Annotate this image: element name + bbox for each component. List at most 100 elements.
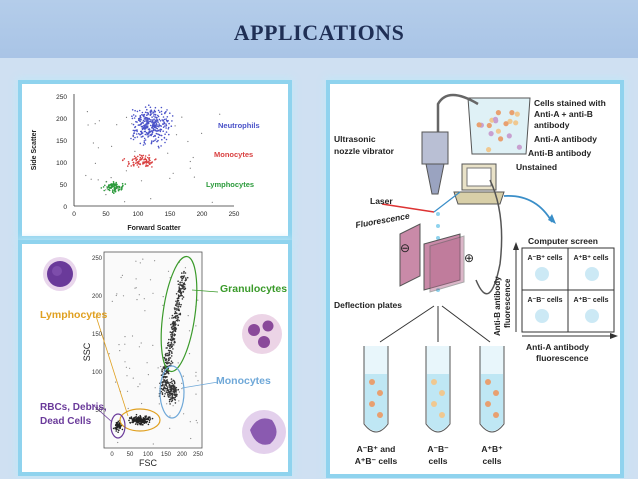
debris-pointer bbox=[91, 403, 113, 423]
granulocyte-event bbox=[167, 344, 169, 347]
neutrophil-event bbox=[136, 110, 139, 113]
granulocyte-event bbox=[183, 275, 186, 277]
granulocyte-event bbox=[181, 277, 183, 280]
y-tick: 50 bbox=[60, 182, 68, 189]
y-tick: 150 bbox=[56, 138, 67, 145]
background-event bbox=[152, 443, 154, 445]
background-event bbox=[147, 374, 149, 376]
stained-cell bbox=[509, 110, 515, 116]
neutrophil-event bbox=[142, 119, 145, 122]
neutrophil-event bbox=[136, 129, 138, 131]
lymphocyte-event bbox=[128, 419, 130, 422]
sorted-cell bbox=[369, 379, 375, 385]
neutrophil-event bbox=[144, 130, 147, 133]
granulocyte-event bbox=[183, 286, 186, 288]
background-event bbox=[172, 405, 174, 407]
background-event bbox=[135, 278, 137, 280]
lymphocyte-event bbox=[142, 424, 144, 426]
background-event bbox=[168, 344, 170, 346]
neutrophil-event bbox=[142, 127, 145, 130]
granulocyte-event bbox=[161, 392, 164, 394]
neutrophil-event bbox=[144, 143, 146, 145]
y-tick: 100 bbox=[56, 160, 67, 167]
granulocyte-event bbox=[164, 361, 167, 364]
neutrophil-event bbox=[152, 111, 155, 113]
granulocyte-event bbox=[170, 334, 172, 336]
neutrophil-event bbox=[150, 109, 152, 111]
lymphocyte-event bbox=[139, 420, 142, 423]
background-event bbox=[92, 142, 94, 144]
granulocyte-event bbox=[177, 290, 180, 293]
monocyte-event bbox=[143, 158, 145, 161]
neutrophil-event bbox=[157, 109, 160, 112]
background-event bbox=[188, 330, 191, 332]
label-debris: RBCs, Debris, bbox=[40, 402, 107, 413]
stained-cell bbox=[514, 111, 520, 117]
x-axis-label: FSC bbox=[139, 458, 158, 468]
x-tick: 0 bbox=[110, 452, 114, 458]
stained-cell bbox=[516, 144, 522, 150]
granulocyte-event bbox=[165, 384, 167, 387]
sort-arrow-right bbox=[441, 305, 491, 343]
quadrant-top-left: A⁻B⁺ cells bbox=[527, 255, 562, 262]
neutrophil-event bbox=[154, 116, 156, 118]
neutrophil-event bbox=[144, 133, 147, 136]
lymphocyte-event bbox=[111, 185, 114, 187]
neutrophil-event bbox=[163, 118, 166, 121]
stained-cell bbox=[513, 120, 519, 126]
monocyte-event bbox=[172, 390, 174, 393]
background-event bbox=[174, 125, 176, 127]
granulocyte-event bbox=[180, 303, 182, 306]
neutrophil-event bbox=[135, 133, 138, 135]
computer-screen bbox=[521, 247, 615, 333]
monocyte-event bbox=[139, 163, 141, 166]
background-event bbox=[125, 366, 127, 368]
monocyte-event bbox=[174, 390, 177, 393]
monocyte-event bbox=[168, 398, 171, 401]
background-event bbox=[168, 317, 171, 319]
lymphocyte-event bbox=[149, 418, 152, 420]
background-event bbox=[169, 177, 171, 179]
neutrophil-event bbox=[133, 130, 136, 132]
granulocyte-event bbox=[164, 357, 166, 360]
granulocyte-event bbox=[161, 370, 163, 373]
x-tick: 200 bbox=[197, 211, 208, 218]
neutrophil-event bbox=[141, 127, 144, 129]
granulocyte-event bbox=[174, 308, 176, 311]
neutrophil-event bbox=[168, 122, 170, 125]
neutrophil-event bbox=[132, 123, 135, 126]
lymphocyte-event bbox=[135, 416, 137, 418]
title-bar: APPLICATIONS bbox=[0, 0, 638, 58]
monocyte-event bbox=[170, 400, 173, 403]
neutrophil-event bbox=[131, 109, 134, 111]
granulocyte-event bbox=[170, 351, 173, 353]
monocyte-event bbox=[131, 159, 134, 161]
y-tick: 50 bbox=[95, 408, 102, 414]
lymphocyte-event bbox=[130, 416, 133, 418]
granulocyte-event bbox=[169, 357, 172, 359]
granulocyte-event bbox=[178, 319, 180, 322]
monocyte-event bbox=[133, 155, 136, 158]
background-event bbox=[111, 145, 113, 147]
sort-arrow-left bbox=[379, 305, 435, 343]
neutrophil-event bbox=[134, 109, 136, 112]
neutrophil-event bbox=[136, 136, 139, 138]
monocyte-event bbox=[136, 158, 138, 161]
data-arrow bbox=[503, 195, 553, 223]
neutrophil-event bbox=[158, 134, 161, 136]
monocyte-event bbox=[133, 163, 135, 166]
screen-x-axis-label-1: Anti-A antibody bbox=[526, 342, 589, 352]
tube-liquid bbox=[365, 374, 387, 431]
background-event bbox=[105, 181, 107, 183]
neutrophil-event bbox=[141, 113, 143, 116]
monocyte-event bbox=[171, 380, 173, 383]
lymphocyte-event bbox=[134, 423, 137, 425]
monocyte-event bbox=[144, 157, 146, 159]
legend-anti-b: Anti-B antibody bbox=[528, 148, 592, 158]
neutrophil-event bbox=[133, 132, 135, 134]
monocyte-event bbox=[170, 390, 172, 393]
monocyte-event bbox=[170, 378, 173, 380]
granulocyte-event bbox=[164, 353, 167, 356]
neutrophil-event bbox=[139, 123, 142, 126]
neutrophil-event bbox=[160, 113, 163, 115]
